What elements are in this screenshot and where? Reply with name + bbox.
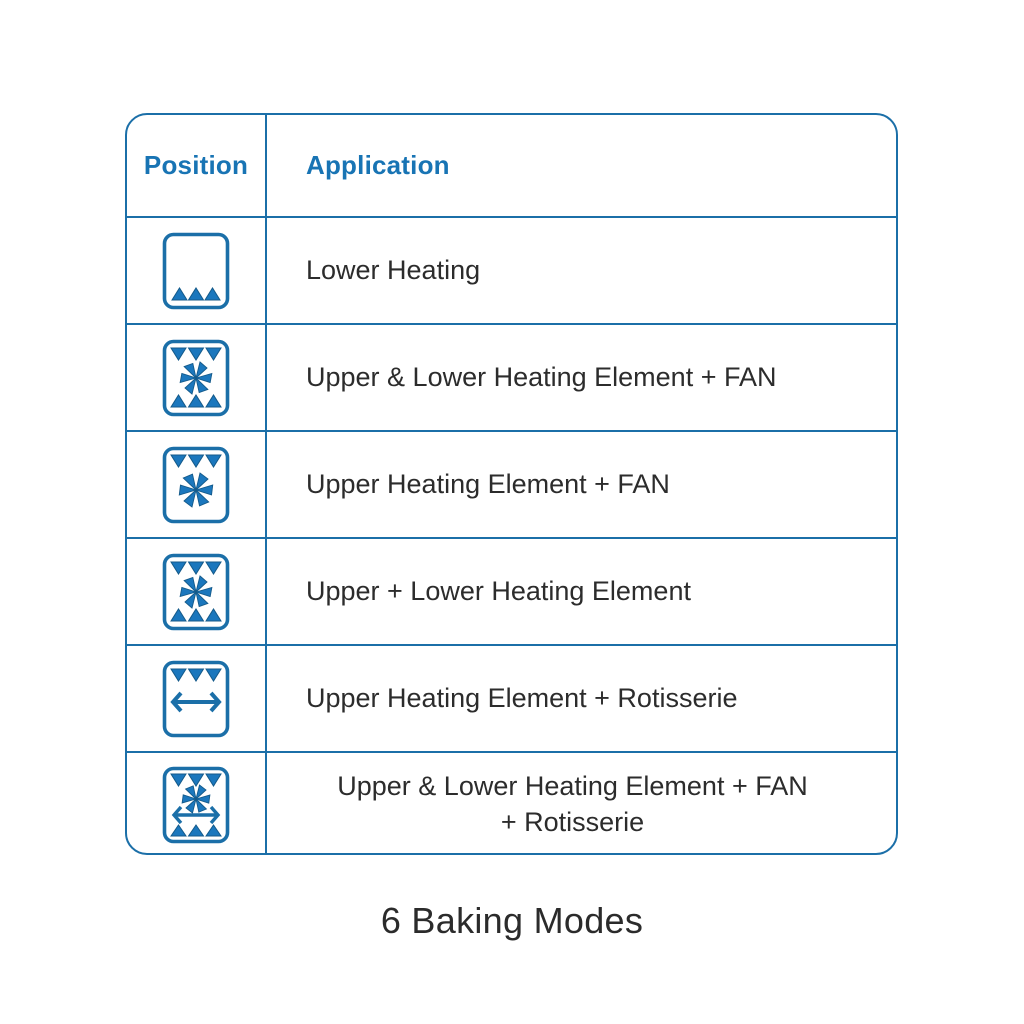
oven-mode-upper-rotisserie-icon: [162, 660, 230, 737]
position-cell: [127, 432, 267, 537]
header-label-application: Application: [306, 150, 450, 180]
oven-mode-upper-fan-icon: [162, 446, 230, 523]
baking-modes-table: Position Application Lower Heating: [125, 113, 898, 855]
header-label-position: Position: [143, 150, 249, 180]
position-cell: [127, 539, 267, 644]
position-cell: [127, 325, 267, 430]
position-cell: [127, 218, 267, 323]
application-label: Upper + Lower Heating Element: [306, 575, 691, 606]
application-cell: Upper Heating Element + FAN: [267, 432, 896, 537]
oven-mode-upper-lower-icon: [162, 553, 230, 630]
oven-mode-upper-lower-fan-rotisserie-icon: [162, 766, 230, 843]
application-label: Upper Heating Element + Rotisserie: [306, 682, 738, 713]
application-label: Upper & Lower Heating Element + FAN: [306, 361, 777, 392]
application-cell: Lower Heating: [267, 218, 896, 323]
table-row: Upper & Lower Heating Element + FAN: [127, 325, 896, 432]
header-cell-application: Application: [267, 115, 896, 216]
table-row: Upper Heating Element + FAN: [127, 432, 896, 539]
figure-caption: 6 Baking Modes: [380, 900, 644, 941]
application-label: Upper Heating Element + FAN: [306, 468, 670, 499]
application-label: Upper & Lower Heating Element + FAN + Ro…: [306, 769, 878, 839]
table-header-row: Position Application: [127, 115, 896, 218]
header-cell-position: Position: [127, 115, 267, 216]
table-row: Upper & Lower Heating Element + FAN + Ro…: [127, 753, 896, 853]
table-row: Upper Heating Element + Rotisserie: [127, 646, 896, 753]
application-label-line2: + Rotisserie: [500, 806, 645, 837]
application-cell: Upper Heating Element + Rotisserie: [267, 646, 896, 751]
application-label: Lower Heating: [306, 254, 481, 285]
application-cell: Upper & Lower Heating Element + FAN: [267, 325, 896, 430]
application-cell: Upper & Lower Heating Element + FAN + Ro…: [267, 753, 896, 853]
application-cell: Upper + Lower Heating Element: [267, 539, 896, 644]
table-row: Upper + Lower Heating Element: [127, 539, 896, 646]
table-row: Lower Heating: [127, 218, 896, 325]
position-cell: [127, 753, 267, 853]
oven-mode-upper-lower-fan-icon: [162, 339, 230, 416]
position-cell: [127, 646, 267, 751]
application-label-line1: Upper & Lower Heating Element + FAN: [337, 771, 808, 802]
oven-mode-lower-heating-icon: [162, 232, 230, 309]
